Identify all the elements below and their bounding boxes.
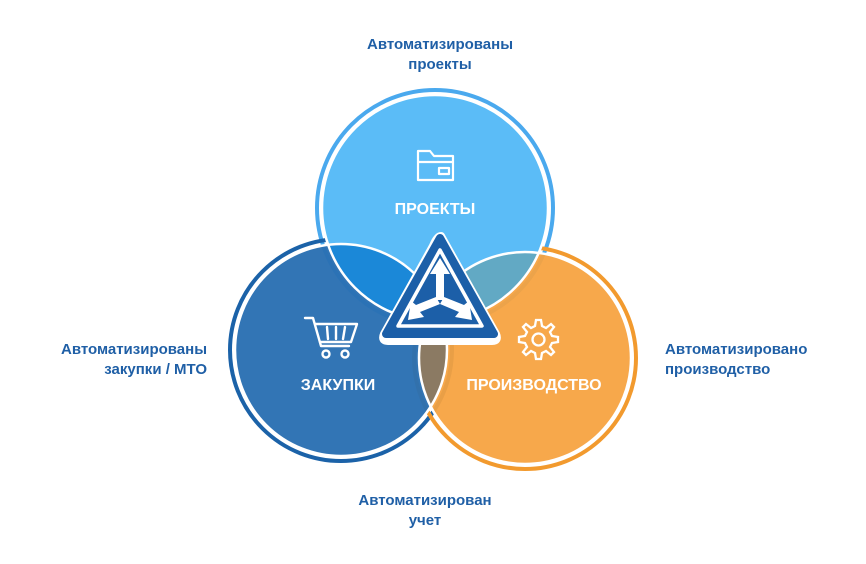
caption-accounting-line1: Автоматизирован (358, 492, 492, 509)
caption-production-line2: производство (665, 361, 771, 378)
caption-purchases-line1: Автоматизированы (60, 341, 207, 358)
caption-projects-line2: проекты (408, 56, 472, 73)
caption-purchases-line2: закупки / МТО (104, 361, 207, 378)
projects-label: ПРОЕКТЫ (395, 201, 476, 218)
caption-projects-line1: Автоматизированы (366, 36, 513, 53)
gear-icon (517, 318, 560, 361)
production-inner-ring (417, 250, 633, 466)
caption-accounting-line2: учет (408, 512, 442, 529)
purchases-label: ЗАКУПКИ (301, 377, 375, 394)
shopping-cart-icon (303, 316, 359, 359)
caption-production-line1: Автоматизировано (665, 341, 808, 358)
overlap-projects-purchases (322, 244, 447, 321)
caption-purchases: Автоматизированы закупки / МТО (10, 340, 207, 380)
folder-icon (416, 149, 455, 182)
caption-production: Автоматизировано производство (665, 340, 860, 380)
caption-projects: Автоматизированы проекты (330, 35, 550, 75)
triangle-arrows-logo-icon (379, 232, 501, 345)
purchases-inner-ring (233, 242, 449, 458)
production-label: ПРОИЗВОДСТВО (466, 377, 601, 394)
caption-accounting: Автоматизирован учет (330, 491, 520, 531)
